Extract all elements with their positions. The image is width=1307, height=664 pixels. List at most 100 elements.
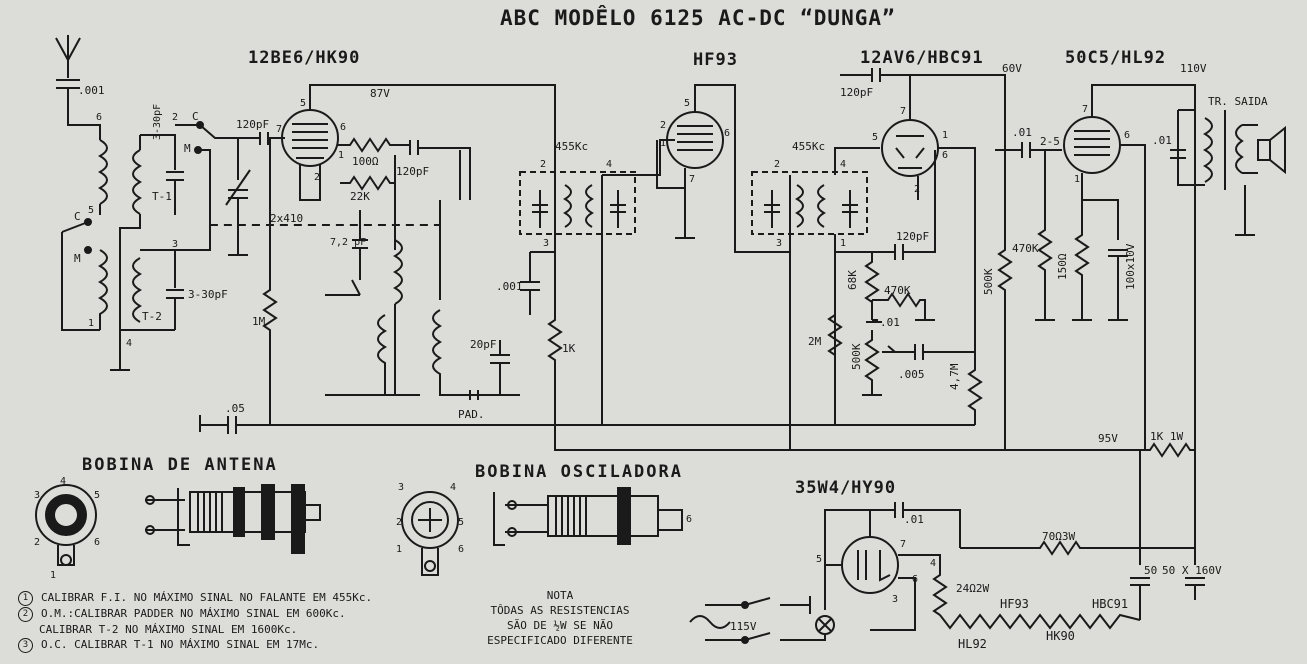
svg-text:4: 4	[840, 159, 846, 170]
label-r70: 70Ω3W	[1042, 530, 1075, 543]
tube-hf93	[656, 84, 790, 253]
label-hf93: HF93	[1000, 597, 1029, 611]
svg-text:7: 7	[1082, 104, 1088, 115]
svg-text:3: 3	[398, 482, 404, 493]
label-c25: 2-5	[1040, 135, 1060, 148]
grid-resistor-1m	[262, 138, 278, 425]
label-hk90: HK90	[1046, 629, 1075, 643]
label-r150: 150Ω	[1056, 253, 1069, 280]
detector-network	[827, 150, 975, 396]
label-r500k: 500K	[982, 268, 995, 295]
label-t1: T-1	[152, 190, 172, 203]
svg-text:5: 5	[684, 98, 690, 109]
svg-text:6: 6	[724, 128, 730, 139]
oscillator-coil-pin-diagram	[401, 491, 459, 576]
label-c01b: .01	[1012, 126, 1032, 139]
svg-text:1: 1	[88, 318, 94, 329]
svg-text:1: 1	[840, 238, 846, 249]
label-v87: 87V	[370, 87, 390, 100]
label-c50b: 50 X 160V	[1162, 564, 1222, 577]
label-gang: 2x410	[270, 212, 303, 225]
decoupling-net	[520, 252, 1140, 451]
label-c01c: .01	[1152, 134, 1172, 147]
tube-12be6	[281, 84, 556, 201]
tube-label-35w4: 35W4/HY90	[795, 478, 897, 498]
svg-text:2: 2	[34, 537, 40, 548]
tube-35w4	[815, 502, 961, 635]
svg-text:5: 5	[872, 132, 878, 143]
label-r1m: 1M	[252, 315, 266, 328]
svg-text:2: 2	[660, 120, 666, 131]
label-r1k: 1K	[562, 342, 576, 355]
svg-text:6: 6	[686, 514, 692, 525]
ground-bus	[199, 415, 975, 434]
svg-text:2: 2	[396, 517, 402, 528]
svg-text:5: 5	[94, 490, 100, 501]
antenna-coil-side-view	[145, 484, 321, 554]
power-chain	[960, 120, 1205, 620]
svg-text:4: 4	[606, 159, 612, 170]
svg-text:1: 1	[396, 544, 402, 555]
label-c01d: .01	[904, 513, 924, 526]
label-hbc91: HBC91	[1092, 597, 1128, 611]
svg-text:6: 6	[942, 150, 948, 161]
label-c120c: 120pF	[896, 230, 929, 243]
label-c72: 7,2 pF	[330, 237, 366, 248]
label-c100: 100x10V	[1124, 243, 1137, 290]
label-c20: 20pF	[470, 338, 497, 351]
coil-t1	[119, 134, 184, 330]
svg-text:6: 6	[94, 537, 100, 548]
tube-label-hf93: HF93	[693, 50, 738, 70]
label-if1: 455Kc	[555, 140, 588, 153]
diagram-title: ABC MODÊLO 6125 AC-DC “DUNGA”	[500, 6, 896, 30]
label-v115: 115V	[730, 620, 757, 633]
label-hl92: HL92	[958, 637, 987, 651]
svg-text:4: 4	[60, 476, 66, 487]
svg-text:3: 3	[34, 490, 40, 501]
oscillator-coil-side-view	[493, 487, 683, 546]
label-v60: 60V	[1002, 62, 1022, 75]
label-c01a: .01	[880, 316, 900, 329]
svg-text:7: 7	[689, 174, 695, 185]
svg-text:5: 5	[88, 205, 94, 216]
mains-switch	[689, 596, 826, 644]
svg-text:6: 6	[340, 122, 346, 133]
antenna-coil-title: BOBINA DE ANTENA	[82, 455, 278, 475]
if-transformer-1	[519, 139, 675, 425]
label-trimmer-2: 3-30pF	[188, 288, 228, 301]
output-transformer	[1170, 109, 1286, 236]
tube-50c5	[1063, 84, 1196, 450]
svg-text:3: 3	[892, 594, 898, 605]
label-if2: 455Kc	[792, 140, 825, 153]
label-c001b: .001	[496, 280, 523, 293]
svg-text:5: 5	[458, 517, 464, 528]
tuning-capacitor	[225, 132, 285, 256]
svg-text:1: 1	[1074, 174, 1080, 185]
svg-text:4: 4	[930, 558, 936, 569]
svg-text:1: 1	[942, 130, 948, 141]
antenna-symbol	[55, 35, 101, 140]
tube-label-50c5: 50C5/HL92	[1065, 48, 1167, 68]
label-m: M	[74, 252, 81, 265]
svg-text:2: 2	[314, 172, 320, 183]
label-c: C	[74, 210, 81, 223]
resistor-note: NOTA TÔDAS AS RESISTENCIAS SÃO DE ½W SE …	[487, 589, 633, 647]
svg-text:4: 4	[450, 482, 456, 493]
label-r100: 100Ω	[352, 155, 379, 168]
svg-text:1: 1	[660, 138, 666, 149]
label-c120d: 120pF	[840, 86, 873, 99]
label-r47m: 4,7M	[948, 363, 961, 390]
antenna-coil-pin-diagram	[35, 484, 97, 566]
tube-label-12av6: 12AV6/HBC91	[860, 48, 984, 68]
label-r470k: 470K	[884, 284, 911, 297]
svg-text:7: 7	[900, 539, 906, 550]
label-trimmer-1: 3-30pF	[152, 104, 163, 140]
svg-text:2: 2	[172, 112, 178, 123]
tube-label-12be6: 12BE6/HK90	[248, 48, 361, 68]
label-pad: PAD.	[458, 408, 485, 421]
svg-text:C: C	[192, 110, 199, 123]
if-transformer-2	[751, 147, 880, 450]
